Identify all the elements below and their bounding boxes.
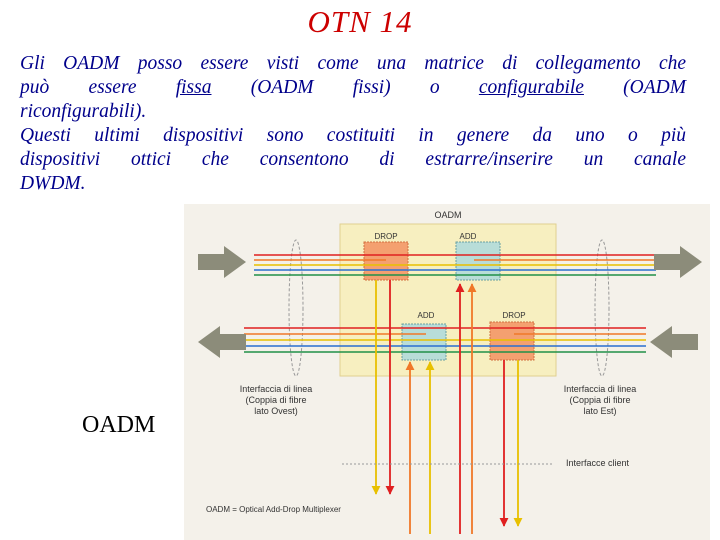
drop-label-bottom: DROP — [502, 311, 525, 320]
oadm-caption: OADM — [82, 412, 156, 438]
paragraph-2-line-3: DWDM. — [20, 173, 86, 194]
legend-text: OADM = Optical Add-Drop Multiplexer — [206, 505, 341, 514]
drop-label-top: DROP — [374, 232, 397, 241]
bottom-channel-lines — [244, 327, 646, 353]
arrow-out-west-bottom — [198, 326, 246, 358]
arrow-in-west-top — [198, 246, 246, 278]
add-module-bottom — [401, 323, 447, 361]
add-label-bottom: ADD — [418, 311, 435, 320]
paragraph-2-line-2: dispositivi ottici che consentono di est… — [20, 149, 686, 170]
body-text: Gli OADM posso essere visti come una mat… — [20, 52, 686, 196]
text-fragment: può essere — [20, 77, 176, 98]
term-configurabile: configurabile — [478, 77, 584, 98]
left-interface-ellipse — [288, 239, 304, 377]
left-interface-line-2: (Coppia di fibre — [245, 395, 306, 405]
arrow-in-east-bottom — [650, 326, 698, 358]
drop-module-top — [363, 241, 409, 281]
right-interface-line-3: lato Est) — [583, 406, 616, 416]
left-interface-line-3: lato Ovest) — [254, 406, 298, 416]
text-fragment: (OADM — [583, 77, 686, 98]
right-interface-ellipse — [594, 239, 610, 377]
client-interface-label: Interfacce client — [566, 458, 630, 468]
add-label-top: ADD — [460, 232, 477, 241]
term-fissa: fissa — [175, 77, 212, 98]
right-interface-line-2: (Coppia di fibre — [569, 395, 630, 405]
text-fragment: (OADM fissi) o — [211, 77, 479, 98]
oadm-diagram: OADM DROP ADD ADD DROP — [184, 204, 710, 540]
paragraph-2-line-1: Questi ultimi dispositivi sono costituit… — [20, 125, 686, 146]
client-fibers — [371, 280, 523, 534]
paragraph-1-line-3: riconfigurabili). — [20, 101, 147, 122]
paragraph-1-line-1: Gli OADM posso essere visti come una mat… — [20, 53, 686, 74]
right-interface-line-1: Interfaccia di linea — [564, 384, 637, 394]
oadm-diagram-svg: OADM DROP ADD ADD DROP — [198, 210, 702, 534]
arrow-out-east-top — [654, 246, 702, 278]
left-interface-line-1: Interfaccia di linea — [240, 384, 313, 394]
right-interface-label: Interfaccia di linea (Coppia di fibre la… — [564, 384, 637, 416]
slide-title: OTN 14 — [307, 4, 413, 39]
paragraph-1-line-2: può essere fissa (OADM fissi) o configur… — [20, 76, 686, 100]
add-module-top — [455, 241, 501, 281]
top-channel-lines — [254, 254, 656, 276]
left-interface-label: Interfaccia di linea (Coppia di fibre la… — [240, 384, 313, 416]
oadm-box-title: OADM — [435, 210, 462, 220]
